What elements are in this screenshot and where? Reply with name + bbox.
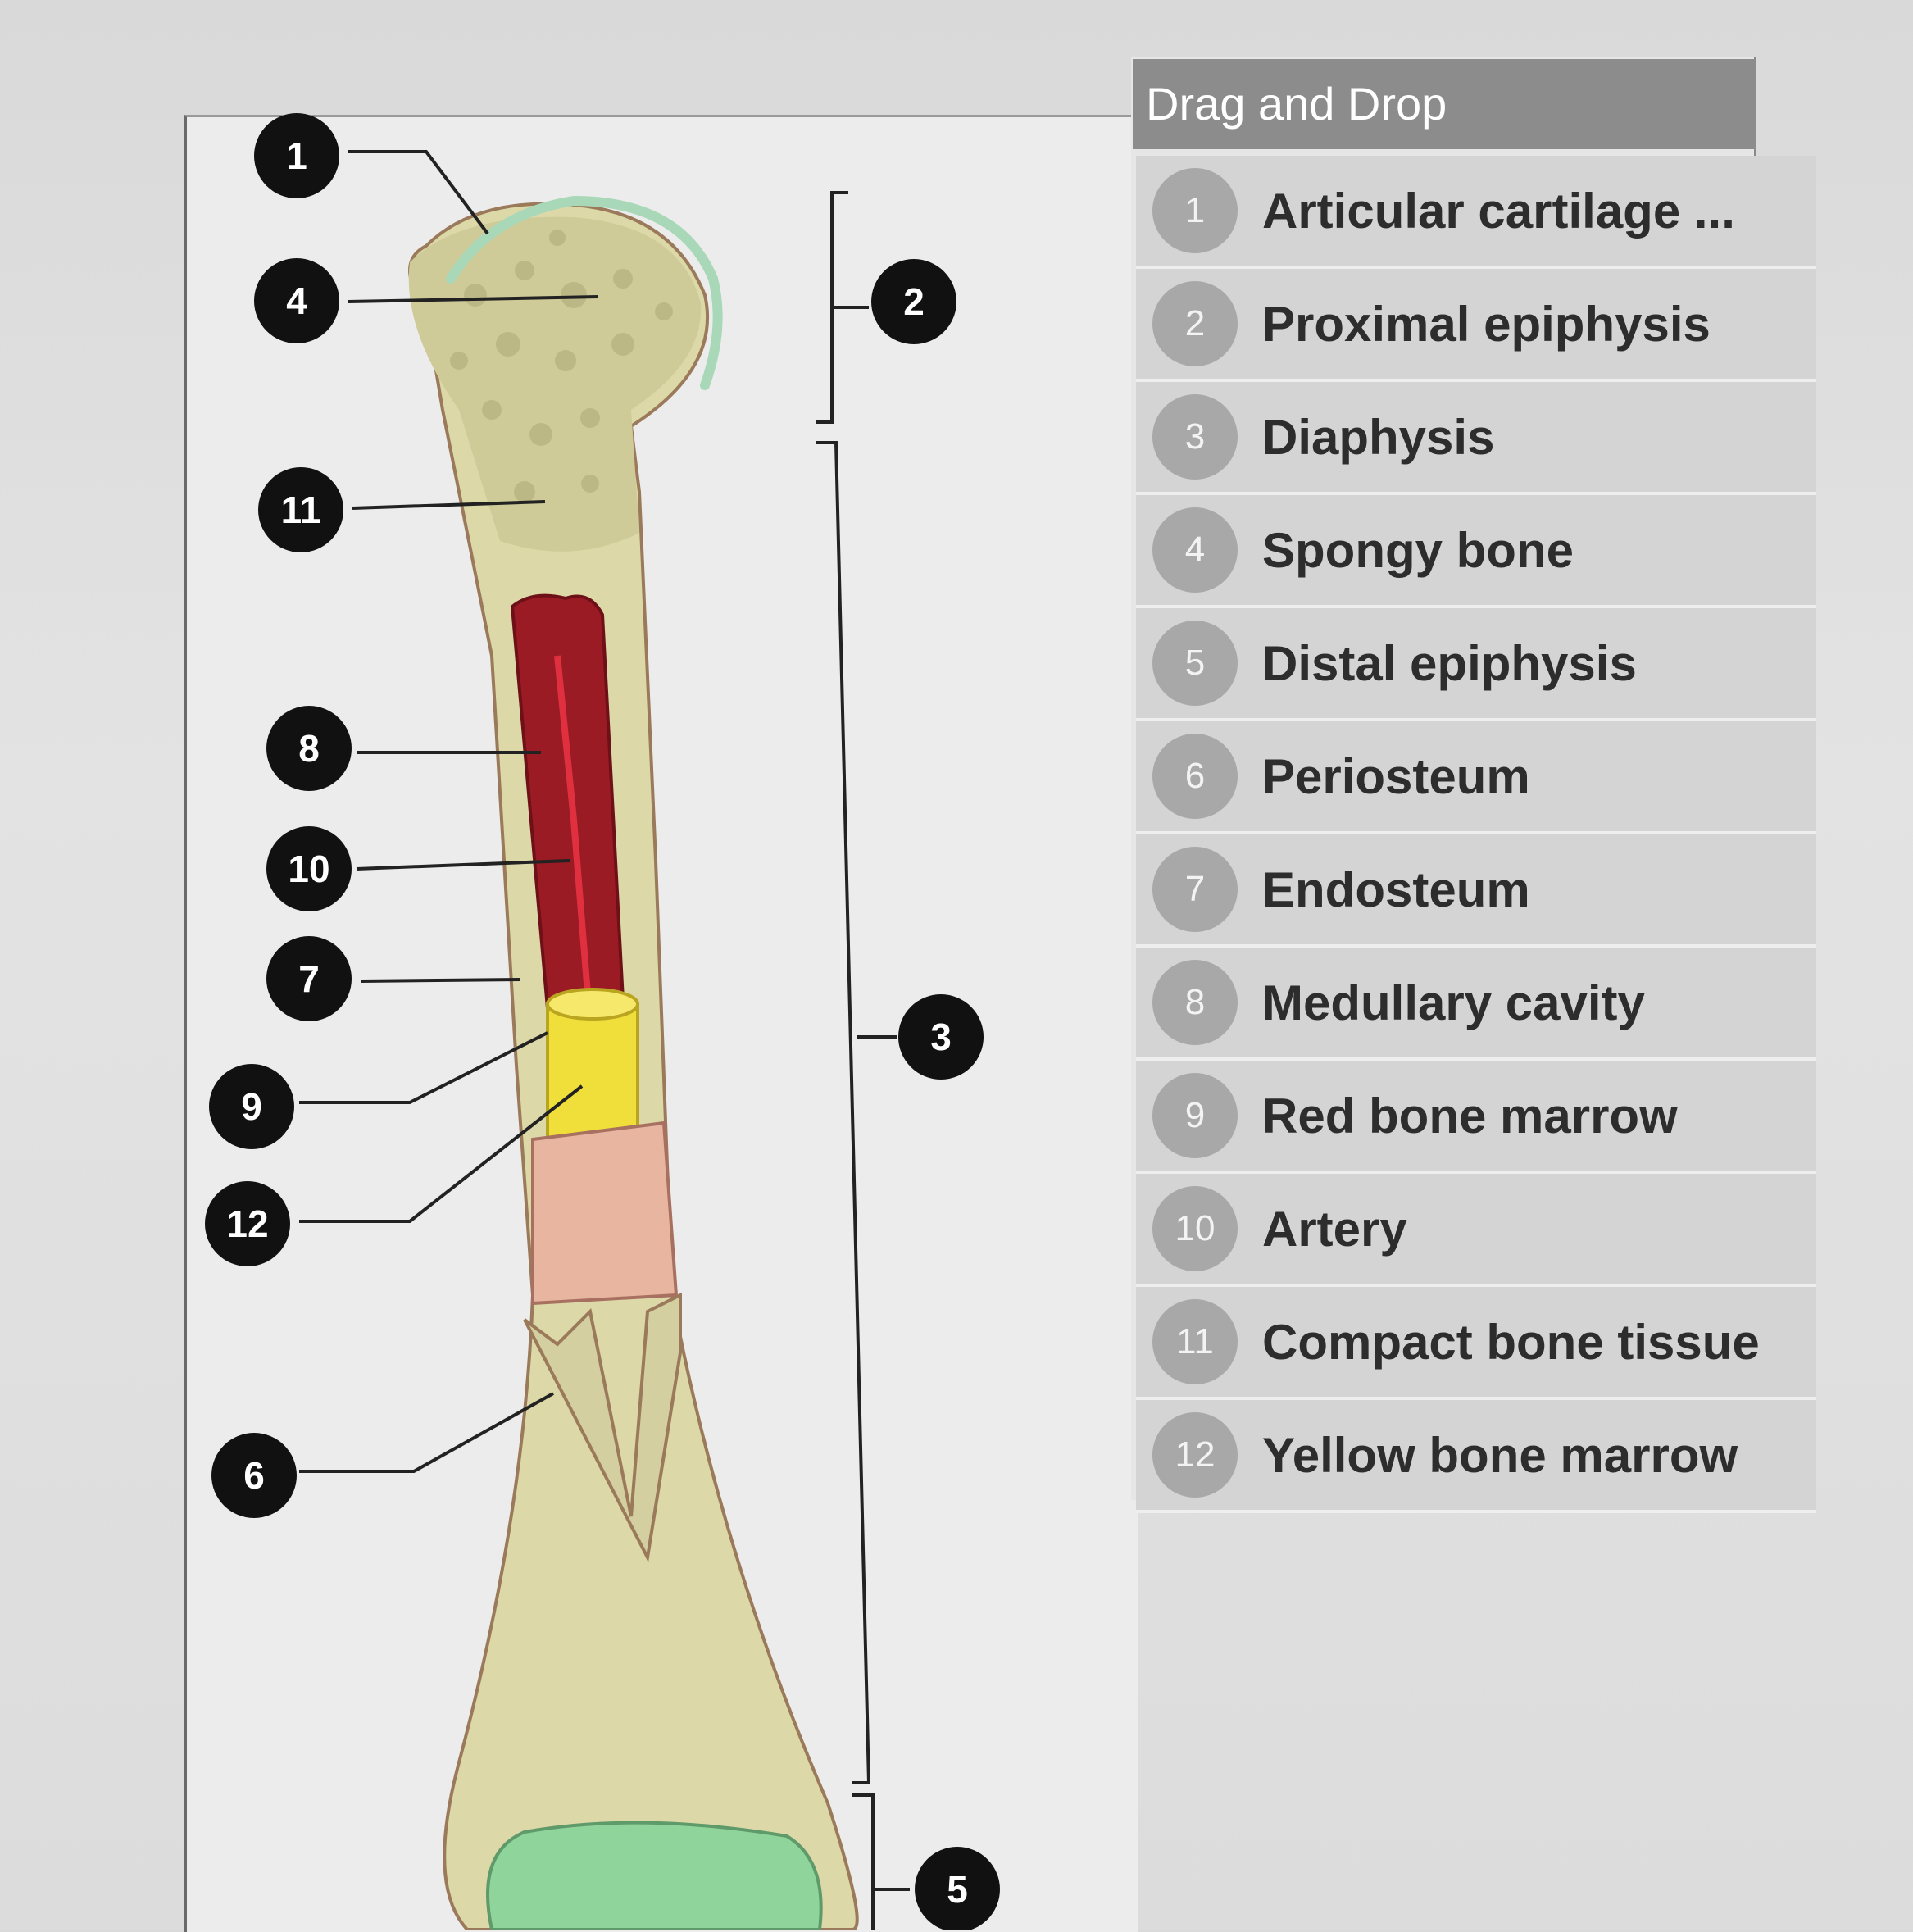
marker-1: 1	[254, 113, 339, 198]
drag-drop-header: Drag and Drop	[1133, 59, 1756, 149]
marker-2: 2	[871, 259, 956, 344]
marker-10-label: 10	[288, 848, 329, 890]
marker-8-label: 8	[298, 727, 320, 770]
artery-shape	[554, 655, 592, 1005]
drag-item-4[interactable]: 4 Spongy bone	[1136, 495, 1816, 608]
drag-item-number: 4	[1152, 507, 1238, 593]
marker-1-label: 1	[286, 134, 307, 177]
marker-11-label: 11	[281, 489, 321, 531]
drag-item-number: 3	[1152, 394, 1238, 480]
drag-drop-list: 1 Articular cartilage ... 2 Proximal epiph…	[1136, 156, 1816, 1513]
drag-item-label: Red bone marrow	[1262, 1088, 1678, 1143]
drag-item-number: 12	[1152, 1412, 1238, 1498]
drag-item-label: Distal epiphysis	[1262, 635, 1637, 691]
articular-cartilage-shape	[446, 195, 723, 390]
drag-item-6[interactable]: 6 Periosteum	[1136, 721, 1816, 834]
drag-item-number: 5	[1152, 621, 1238, 706]
drag-item-label: Diaphysis	[1262, 409, 1495, 465]
marker-8: 8	[266, 706, 352, 791]
drag-item-label: Medullary cavity	[1262, 975, 1645, 1030]
drag-item-label: Periosteum	[1262, 748, 1530, 804]
marker-5-label: 5	[947, 1868, 968, 1911]
drag-item-11[interactable]: 11 Compact bone tissue	[1136, 1287, 1816, 1400]
drag-item-1[interactable]: 1 Articular cartilage ...	[1136, 156, 1816, 269]
marker-3-label: 3	[930, 1016, 952, 1058]
periosteum-flap	[523, 1292, 682, 1563]
marker-7: 7	[266, 936, 352, 1021]
drag-item-5[interactable]: 5 Distal epiphysis	[1136, 608, 1816, 721]
marker-3: 3	[898, 994, 984, 1080]
drag-item-8[interactable]: 8 Medullary cavity	[1136, 948, 1816, 1061]
distal-cartilage-shape	[486, 1821, 823, 1930]
drag-item-label: Compact bone tissue	[1262, 1314, 1760, 1370]
drag-item-3[interactable]: 3 Diaphysis	[1136, 382, 1816, 495]
marker-12-label: 12	[226, 1202, 268, 1245]
drag-item-number: 7	[1152, 847, 1238, 932]
drag-item-9[interactable]: 9 Red bone marrow	[1136, 1061, 1816, 1174]
marker-4: 4	[254, 258, 339, 343]
drag-item-number: 6	[1152, 734, 1238, 819]
marker-10: 10	[266, 826, 352, 911]
marker-9-label: 9	[241, 1085, 262, 1128]
drag-item-number: 2	[1152, 281, 1238, 366]
leader-lines	[299, 150, 910, 1930]
drag-item-number: 9	[1152, 1073, 1238, 1158]
drag-item-label: Proximal epiphysis	[1262, 296, 1711, 352]
drag-item-label: Yellow bone marrow	[1262, 1427, 1738, 1483]
drag-item-number: 8	[1152, 960, 1238, 1045]
marker-6: 6	[211, 1433, 297, 1518]
marker-5: 5	[915, 1847, 1000, 1930]
drag-item-number: 11	[1152, 1299, 1238, 1384]
drag-item-label: Artery	[1262, 1201, 1407, 1257]
marker-7-label: 7	[298, 957, 320, 1000]
drag-item-label: Articular cartilage ...	[1262, 183, 1735, 239]
marker-6-label: 6	[243, 1454, 265, 1497]
drag-item-label: Spongy bone	[1262, 522, 1574, 578]
spongy-texture	[450, 230, 673, 502]
periosteum-shape	[531, 1121, 679, 1306]
marker-2-label: 2	[903, 280, 925, 323]
drag-item-7[interactable]: 7 Endosteum	[1136, 834, 1816, 948]
marker-9: 9	[209, 1064, 294, 1149]
drag-item-2[interactable]: 2 Proximal epiphysis	[1136, 269, 1816, 382]
marker-4-label: 4	[286, 280, 307, 322]
marker-11: 11	[258, 467, 343, 552]
drag-item-number: 10	[1152, 1186, 1238, 1271]
red-marrow-shape	[510, 593, 625, 1011]
drag-item-10[interactable]: 10 Artery	[1136, 1174, 1816, 1287]
drag-item-12[interactable]: 12 Yellow bone marrow	[1136, 1400, 1816, 1513]
drag-item-number: 1	[1152, 168, 1238, 253]
drag-item-label: Endosteum	[1262, 861, 1530, 917]
marker-12: 12	[205, 1181, 290, 1266]
